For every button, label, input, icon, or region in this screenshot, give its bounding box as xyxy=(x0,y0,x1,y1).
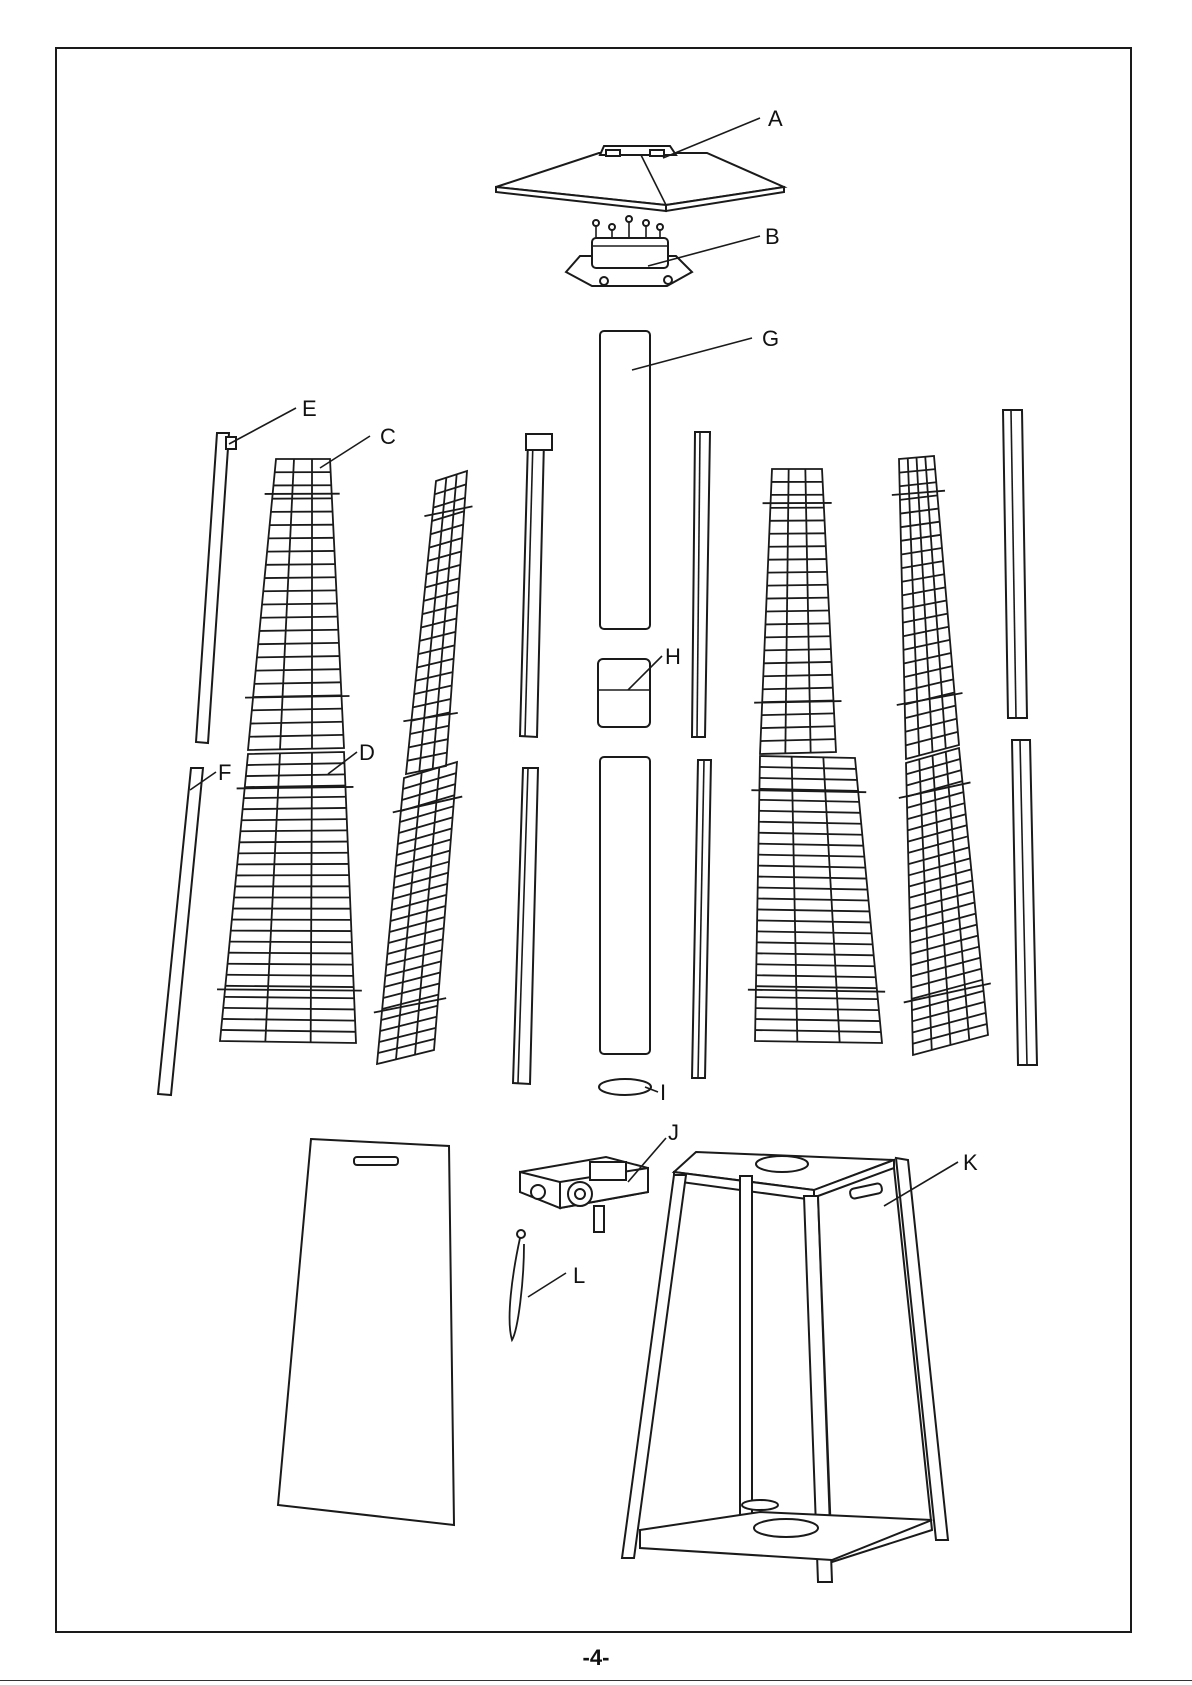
label-b: B xyxy=(765,224,780,249)
label-e: E xyxy=(302,396,317,421)
part-e-upper-post xyxy=(196,433,229,743)
post-lower-far-right xyxy=(1012,740,1037,1065)
guard-panel-d-left-lower xyxy=(217,752,362,1043)
channel-post-lower-right xyxy=(692,760,711,1078)
side-door-panel xyxy=(278,1139,454,1525)
label-j: J xyxy=(668,1120,679,1145)
part-h-pipe-connector xyxy=(598,659,650,727)
guard-panel-left-side-lower xyxy=(374,762,462,1064)
part-l-hose xyxy=(510,1238,524,1340)
guard-panel-right-upper xyxy=(754,469,841,754)
guard-panel-left-side-upper xyxy=(403,471,472,774)
channel-post-upper-left xyxy=(520,434,552,737)
post-upper-far-right xyxy=(1003,410,1027,718)
label-d: D xyxy=(359,740,375,765)
part-lower-pipe xyxy=(600,757,650,1054)
label-h: H xyxy=(665,644,681,669)
label-g: G xyxy=(762,326,779,351)
leader-lines xyxy=(190,118,958,1297)
label-f: F xyxy=(218,760,231,785)
guard-panel-right-side-lower xyxy=(899,748,991,1055)
part-i-ring xyxy=(599,1079,651,1095)
channel-post-upper-right xyxy=(692,432,710,737)
label-k: K xyxy=(963,1150,978,1175)
part-b-burner-head xyxy=(566,216,692,286)
part-k-base-frame xyxy=(622,1152,948,1582)
label-i: I xyxy=(660,1080,666,1105)
label-c: C xyxy=(380,424,396,449)
guard-panel-c-left-upper xyxy=(245,459,349,750)
part-f-lower-post xyxy=(158,768,203,1095)
part-j-valve-assembly xyxy=(520,1157,648,1232)
bottom-rule xyxy=(0,1680,1192,1681)
part-g-upper-pipe xyxy=(600,331,650,629)
guard-panel-right-lower xyxy=(748,756,885,1043)
label-l: L xyxy=(573,1263,585,1288)
guard-panel-right-side-upper xyxy=(892,456,963,759)
channel-post-lower-left xyxy=(513,768,538,1084)
page-number: -4- xyxy=(0,1645,1192,1671)
part-a-reflector-cap xyxy=(496,146,784,211)
label-a: A xyxy=(768,106,783,131)
